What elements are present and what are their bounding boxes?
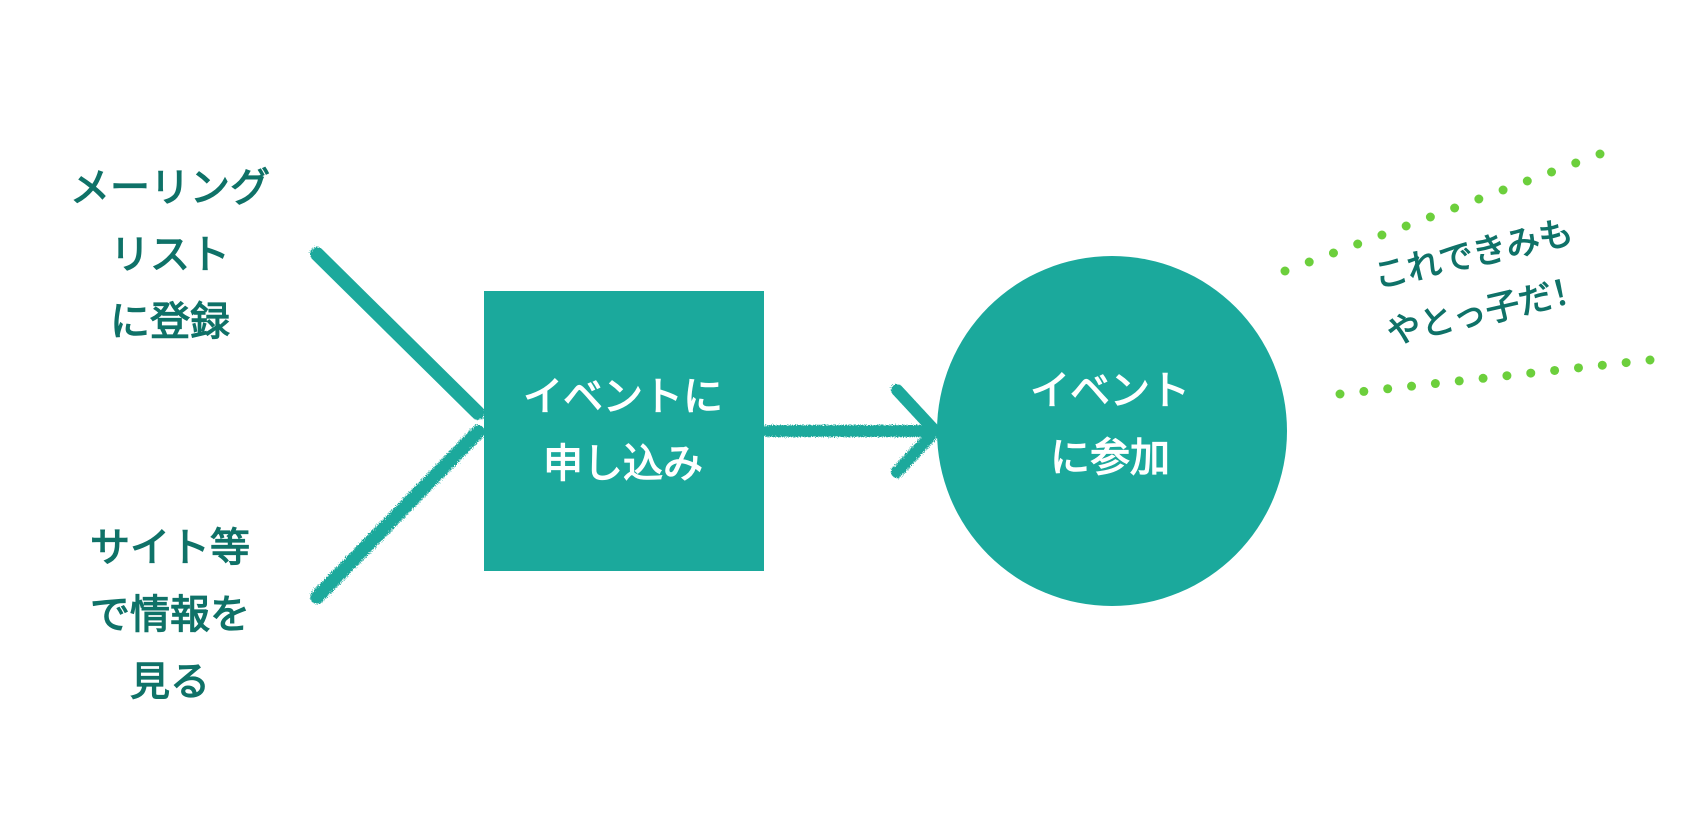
accent-dot	[1550, 365, 1560, 375]
arrow-line-top	[310, 247, 485, 420]
right-arrow-head-bottom	[891, 425, 941, 478]
attend-step-circle	[937, 256, 1287, 606]
accent-dot	[1450, 203, 1460, 213]
accent-dot	[1407, 381, 1417, 391]
tagline-dotted-line-top	[1280, 149, 1605, 276]
converging-arrow	[310, 247, 485, 604]
accent-dot	[1597, 360, 1607, 370]
accent-dot	[1359, 386, 1369, 396]
attend-label-line: イベント	[1030, 368, 1190, 414]
accent-dot	[1522, 176, 1532, 186]
accent-dot	[1425, 212, 1435, 222]
accent-dot	[1547, 167, 1557, 177]
accent-dot	[1573, 363, 1583, 373]
tagline-dotted-line-bottom	[1335, 355, 1655, 399]
source-website-label: サイト等 で情報を 見る	[40, 515, 300, 716]
source-label-line: 見る	[130, 659, 210, 705]
accent-dot	[1474, 194, 1484, 204]
accent-dot	[1377, 230, 1387, 240]
accent-dot	[1478, 373, 1488, 383]
accent-dot	[1401, 221, 1411, 231]
attend-label-line: に参加	[1050, 435, 1170, 481]
accent-dot	[1383, 384, 1393, 394]
accent-dot	[1353, 239, 1363, 249]
accent-dot	[1454, 376, 1464, 386]
right-arrow-head-top	[891, 384, 941, 437]
accent-dot	[1621, 358, 1631, 368]
accent-dot	[1328, 248, 1338, 258]
arrow-line-bottom	[310, 425, 485, 604]
attend-step-label: イベント に参加	[960, 358, 1260, 492]
accent-dot	[1498, 185, 1508, 195]
source-label-line: メーリング	[70, 165, 270, 211]
source-label-line: に登録	[110, 299, 230, 345]
accent-dot	[1526, 368, 1536, 378]
apply-step-box	[484, 291, 764, 571]
right-arrow	[762, 384, 941, 478]
source-label-line: リスト	[110, 232, 230, 278]
accent-dot	[1304, 257, 1314, 267]
accent-dot	[1502, 371, 1512, 381]
accent-dot	[1571, 158, 1581, 168]
source-mailing-list-label: メーリング リスト に登録	[40, 155, 300, 356]
source-label-line: サイト等	[90, 525, 250, 571]
accent-dot	[1280, 266, 1290, 276]
accent-dot	[1645, 355, 1655, 365]
accent-dot	[1595, 149, 1605, 159]
accent-dot	[1430, 379, 1440, 389]
apply-label-line: イベントに	[523, 374, 723, 420]
apply-label-line: 申し込み	[543, 441, 703, 487]
source-label-line: で情報を	[90, 592, 250, 638]
accent-dot	[1335, 389, 1345, 399]
apply-step-label: イベントに 申し込み	[483, 364, 763, 498]
